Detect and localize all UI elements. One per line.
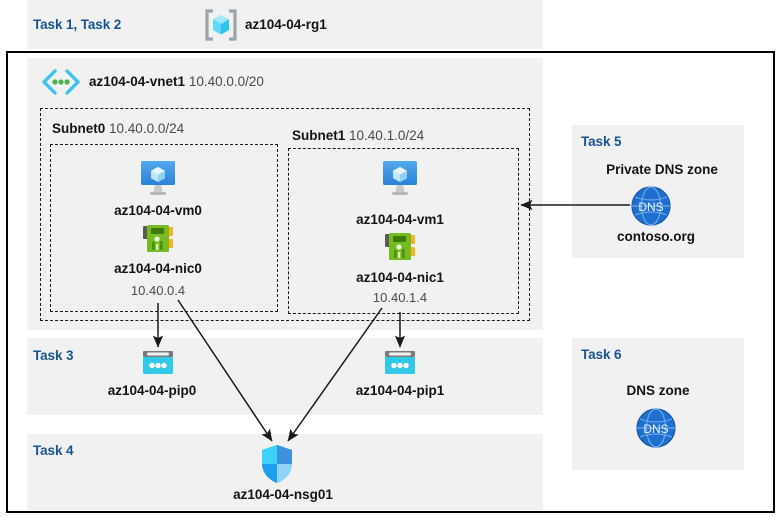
- nic1-name: az104-04-nic1: [356, 270, 444, 285]
- subnet1-name: Subnet1: [292, 128, 346, 143]
- resource-group-band: [27, 0, 543, 49]
- vnet-panel: [27, 58, 543, 330]
- task-label-6: Task 6: [581, 347, 622, 362]
- network-interface-icon: [139, 223, 177, 255]
- task-label-1-2: Task 1, Task 2: [33, 17, 122, 32]
- subnet0-name: Subnet0: [52, 121, 106, 136]
- dns-zone-heading: DNS zone: [626, 383, 690, 398]
- nic0-private-ip: 10.40.0.4: [130, 283, 186, 298]
- nsg-name: az104-04-nsg01: [233, 487, 333, 502]
- vnet-icon: [39, 68, 83, 96]
- dns-icon: DNS: [635, 407, 677, 449]
- pip0-name: az104-04-pip0: [107, 383, 197, 398]
- subnet0-heading: Subnet0 10.40.0.0/24: [52, 121, 184, 136]
- virtual-machine-icon: [135, 159, 181, 199]
- dns-icon: DNS: [630, 185, 672, 227]
- subnet1-cidr: 10.40.1.0/24: [349, 128, 425, 143]
- subnets-container: [40, 108, 530, 321]
- vm1-name: az104-04-vm1: [356, 212, 444, 227]
- vnet-cidr: 10.40.0.0/20: [188, 74, 264, 89]
- virtual-machine-icon: [377, 159, 423, 199]
- subnet1-box: [288, 148, 519, 314]
- task-label-5: Task 5: [581, 134, 622, 149]
- resource-group-icon: [203, 7, 239, 43]
- svg-text:DNS: DNS: [638, 200, 663, 214]
- subnet0-box: [50, 144, 278, 312]
- dns-zone-panel: [572, 338, 744, 470]
- vnet-name: az104-04-vnet1: [89, 74, 186, 89]
- private-dns-zone-heading: Private DNS zone: [606, 162, 718, 177]
- task-label-3: Task 3: [33, 348, 74, 363]
- public-ip-band: [27, 338, 543, 415]
- subnet0-cidr: 10.40.0.0/24: [109, 121, 185, 136]
- task-label-4: Task 4: [33, 443, 74, 458]
- vm0-name: az104-04-vm0: [114, 203, 202, 218]
- network-interface-icon: [381, 231, 419, 263]
- subnet1-heading: Subnet1 10.40.1.0/24: [292, 128, 424, 143]
- svg-text:DNS: DNS: [643, 422, 668, 436]
- vnet-name-and-cidr: az104-04-vnet1 10.40.0.0/20: [89, 74, 264, 89]
- nic0-name: az104-04-nic0: [114, 261, 202, 276]
- private-dns-zone-name: contoso.org: [617, 229, 695, 244]
- public-ip-icon: [382, 349, 418, 377]
- resource-group-name: az104-04-rg1: [245, 17, 327, 32]
- nic1-private-ip: 10.40.1.4: [372, 290, 428, 305]
- network-security-group-icon: [258, 443, 296, 485]
- public-ip-icon: [140, 349, 176, 377]
- pip1-name: az104-04-pip1: [355, 383, 445, 398]
